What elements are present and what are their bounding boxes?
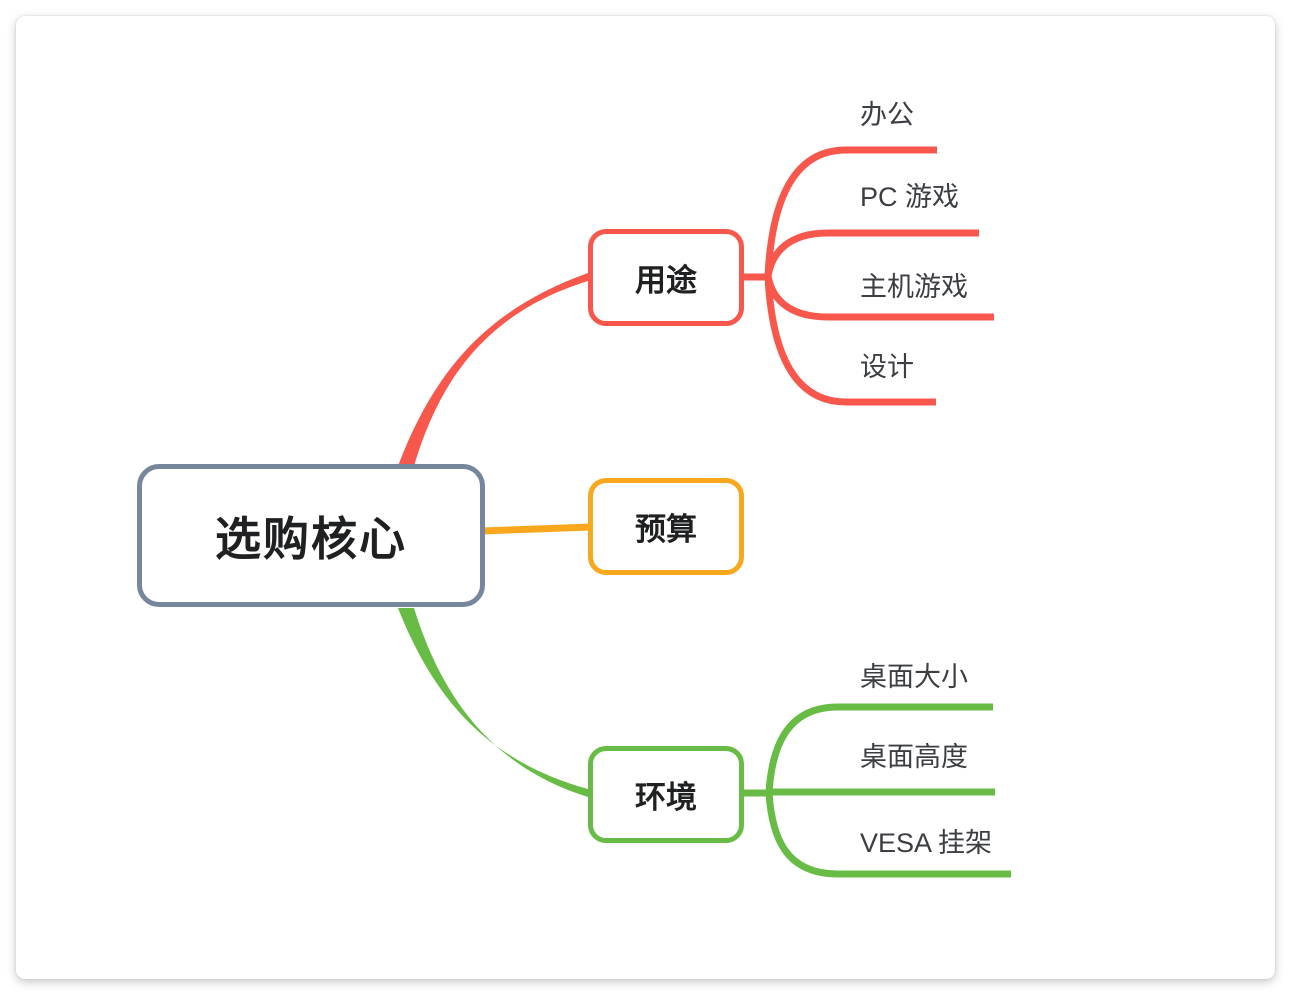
subtopic-pc-gaming[interactable]: PC 游戏 xyxy=(860,179,959,215)
subtopic-vesa-mount-label: VESA 挂架 xyxy=(860,828,993,858)
subtopic-desk-size-label: 桌面大小 xyxy=(860,662,968,692)
subtopic-desk-height[interactable]: 桌面高度 xyxy=(860,739,968,775)
subtopic-office[interactable]: 办公 xyxy=(860,97,914,133)
subtopic-office-label: 办公 xyxy=(860,100,914,130)
topic-usage-label: 用途 xyxy=(635,263,697,298)
subtopic-console-gaming-label: 主机游戏 xyxy=(860,272,968,302)
subtopic-pc-gaming-label: PC 游戏 xyxy=(860,182,960,212)
topic-budget[interactable]: 预算 xyxy=(588,478,744,575)
root-topic-label: 选购核心 xyxy=(215,512,407,565)
subtopic-desk-height-label: 桌面高度 xyxy=(860,742,968,772)
root-topic[interactable]: 选购核心 xyxy=(137,464,485,607)
topic-usage[interactable]: 用途 xyxy=(588,229,744,326)
topic-environment-label: 环境 xyxy=(635,780,697,815)
subtopic-vesa-mount[interactable]: VESA 挂架 xyxy=(860,825,992,861)
subtopic-desk-size[interactable]: 桌面大小 xyxy=(860,659,968,695)
subtopic-design[interactable]: 设计 xyxy=(860,349,914,385)
subtopic-design-label: 设计 xyxy=(860,352,914,382)
topic-budget-label: 预算 xyxy=(635,512,697,547)
subtopic-console-gaming[interactable]: 主机游戏 xyxy=(860,269,968,305)
topic-environment[interactable]: 环境 xyxy=(588,746,744,843)
